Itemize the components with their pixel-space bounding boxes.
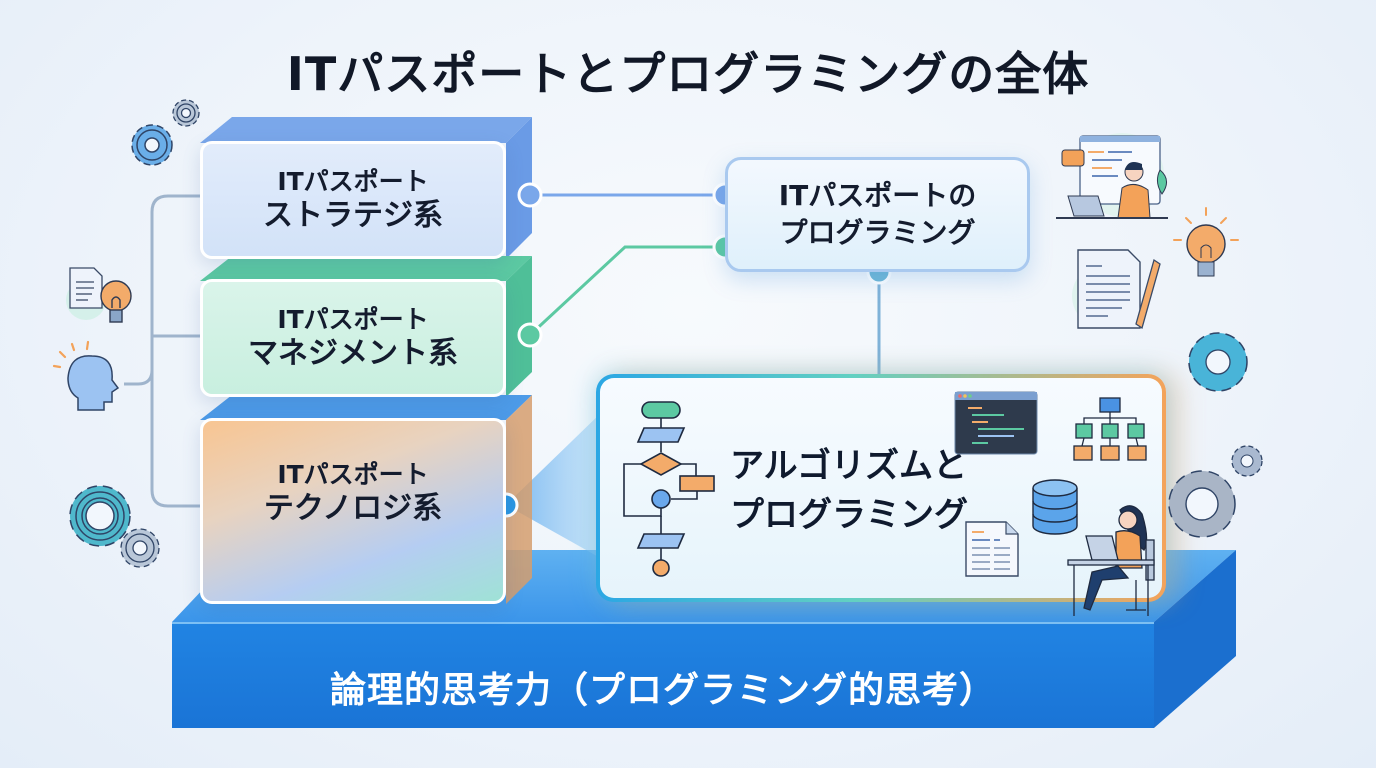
code-editor-icon xyxy=(954,391,1038,455)
document-lightbulb-icon xyxy=(66,267,132,323)
hierarchy-tree-icon xyxy=(1073,397,1147,461)
page-title: ITパスポートとプログラミングの全体 xyxy=(286,47,1090,101)
gear-icon xyxy=(1168,470,1236,538)
block-management: ITパスポート マネジメント系 xyxy=(200,279,506,397)
head-thinking-icon xyxy=(52,340,120,411)
document-pencil-icon xyxy=(1072,249,1161,330)
document-icon xyxy=(69,267,103,309)
block-strategy-line2: ストラテジ系 xyxy=(263,197,443,233)
connector-management xyxy=(528,245,725,337)
lightbulb-icon xyxy=(100,280,132,323)
block-strategy-line1: ITパスポート xyxy=(277,166,429,196)
database-icon xyxy=(1032,479,1078,535)
gear-icon xyxy=(1231,445,1263,477)
flowchart-icon xyxy=(623,401,715,577)
block-strategy: ITパスポート ストラテジ系 xyxy=(200,141,506,259)
left-bracket-connector xyxy=(124,194,200,508)
woman-at-laptop-icon xyxy=(1067,505,1155,616)
itpassport-programming-box: ITパスポートの プログラミング xyxy=(725,157,1030,272)
connection-beam xyxy=(506,410,604,560)
node-strategy xyxy=(517,182,543,208)
algorithm-programming-line1: アルゴリズムと xyxy=(730,446,967,486)
lightbulb-icon xyxy=(1173,207,1239,277)
block-technology-line1: ITパスポート xyxy=(277,460,429,489)
gear-icon-pair-bottom-left xyxy=(69,485,160,568)
block-technology: ITパスポート テクノロジ系 xyxy=(200,418,506,604)
gear-icon xyxy=(131,124,173,166)
itpassport-programming-line2: プログラミング xyxy=(779,215,976,249)
algorithm-programming-title: アルゴリズムと プログラミング xyxy=(730,442,968,541)
node-management xyxy=(517,322,543,348)
block-technology-3d xyxy=(200,395,532,604)
block-strategy-3d xyxy=(200,117,532,259)
gear-icon xyxy=(69,485,131,547)
itpassport-programming-line1: ITパスポートの xyxy=(778,179,977,213)
gear-icon xyxy=(1188,332,1248,392)
spreadsheet-document-icon xyxy=(965,521,1019,577)
block-management-3d xyxy=(200,256,532,397)
programmer-at-computer-icon xyxy=(1056,133,1168,219)
block-technology-line2: テクノロジ系 xyxy=(263,491,443,527)
gear-icon xyxy=(120,528,160,568)
gear-icon xyxy=(172,99,200,127)
foundation-label: 論理的思考力（プログラミング的思考） xyxy=(329,670,996,711)
gear-icon-pair-top-left xyxy=(131,99,200,166)
algorithm-programming-line2: プログラミング xyxy=(730,495,968,536)
block-management-line2: マネジメント系 xyxy=(248,335,458,371)
block-management-line1: ITパスポート xyxy=(277,304,429,334)
